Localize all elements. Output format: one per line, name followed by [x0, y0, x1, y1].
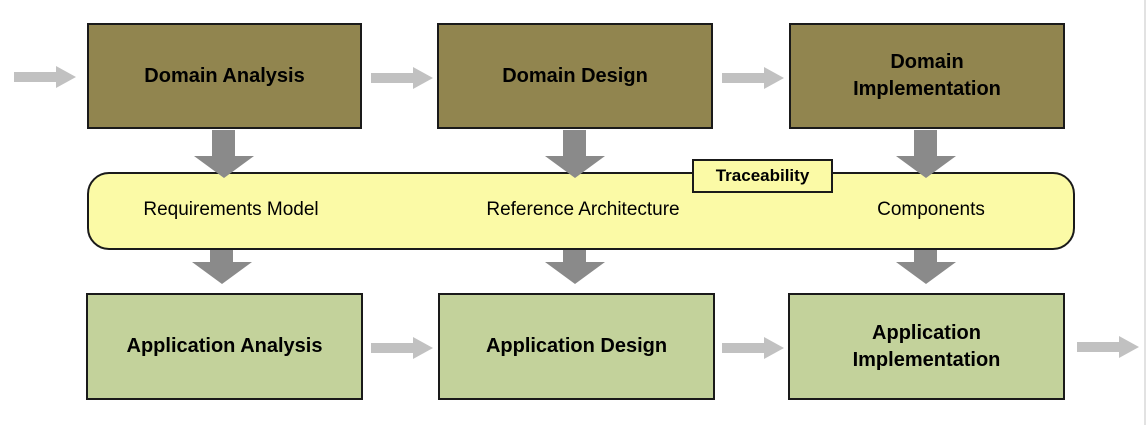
domain-analysis-down-arrow-icon — [194, 130, 254, 178]
band-to-application-analysis-down-arrow-icon — [192, 250, 252, 284]
application-implementation-box: Application Implementation — [788, 293, 1065, 400]
application-analysis-box: Application Analysis — [86, 293, 363, 400]
flow-out-right-arrow-icon — [1077, 336, 1139, 358]
application-analysis-label: Application Analysis — [126, 335, 323, 357]
page-edge-divider — [1144, 0, 1146, 425]
application-design-to-implementation-right-arrow-icon — [722, 337, 784, 359]
band-to-application-design-down-arrow-icon — [545, 250, 605, 284]
requirements-model-label: Requirements Model — [143, 199, 319, 220]
application-analysis-to-design-right-arrow-icon — [371, 337, 433, 359]
domain-design-down-arrow-icon — [545, 130, 605, 178]
domain-analysis-box: Domain Analysis — [87, 23, 362, 129]
domain-implementation-label: Domain Implementation — [853, 51, 1001, 100]
domain-design-box: Domain Design — [437, 23, 713, 129]
reference-architecture-label: Reference Architecture — [486, 199, 680, 220]
traceability-label: Traceability — [715, 166, 810, 185]
domain-analysis-label: Domain Analysis — [144, 64, 305, 87]
domain-implementation-box: Domain Implementation — [789, 23, 1065, 129]
flow-in-right-arrow-icon — [14, 66, 76, 88]
components-label: Components — [877, 199, 985, 220]
application-design-label: Application Design — [485, 335, 668, 357]
domain-design-label: Domain Design — [502, 64, 648, 87]
band-to-application-implementation-down-arrow-icon — [896, 250, 956, 284]
application-implementation-label: Application Implementation — [852, 321, 1001, 371]
domain-analysis-to-design-right-arrow-icon — [371, 67, 433, 89]
traceability-tag: Traceability — [692, 159, 833, 193]
domain-design-to-implementation-right-arrow-icon — [722, 67, 784, 89]
application-design-box: Application Design — [438, 293, 715, 400]
domain-implementation-down-arrow-icon — [896, 130, 956, 178]
